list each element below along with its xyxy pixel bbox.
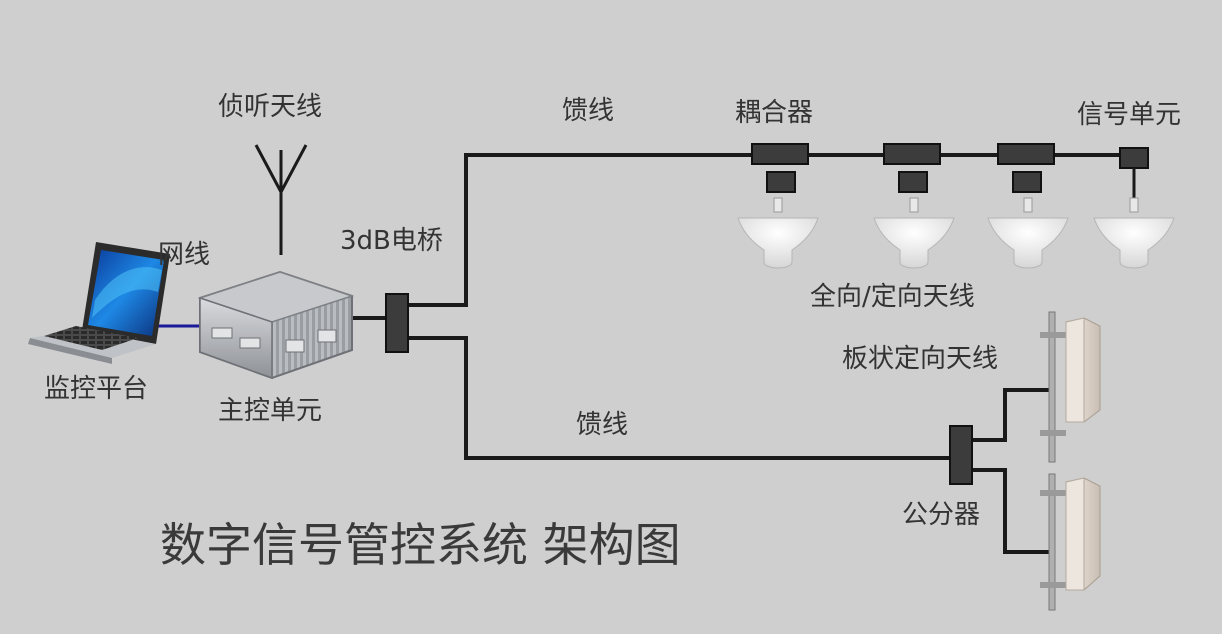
signal-unit-icon xyxy=(1119,147,1149,200)
splitter-to-panel-lines xyxy=(970,388,1052,554)
diagram-title: 数字信号管控系统 架构图 xyxy=(160,518,681,572)
omni-antenna-label: 全向/定向天线 xyxy=(810,282,975,312)
feeder-bottom-line xyxy=(408,336,960,460)
feeder-top-label: 馈线 xyxy=(562,96,615,126)
panel-antenna-icons xyxy=(1040,311,1101,611)
sniff-antenna-label: 侦听天线 xyxy=(218,92,323,122)
network-cable-label: 网线 xyxy=(158,240,211,270)
panel-antenna-label: 板状定向天线 xyxy=(842,344,999,374)
bridge-3db-label: 3dB电桥 xyxy=(340,226,443,256)
bridge-3db-icon xyxy=(385,293,409,353)
ceiling-antenna-icons xyxy=(737,197,1175,269)
sniff-antenna-icon xyxy=(254,144,308,255)
signal-unit-label: 信号单元 xyxy=(1077,100,1182,130)
feeder-bottom-label: 馈线 xyxy=(576,410,629,440)
coupler-label: 耦合器 xyxy=(735,98,814,128)
main-control-unit-icon xyxy=(197,270,355,380)
monitor-platform-label: 监控平台 xyxy=(44,374,149,404)
main-control-unit-label: 主控单元 xyxy=(218,396,323,426)
coupler-icons xyxy=(751,143,1055,165)
splitter-icon xyxy=(949,425,973,485)
laptop-icon xyxy=(28,242,170,364)
splitter-label: 公分器 xyxy=(902,500,981,530)
coupler-tap-icons xyxy=(766,171,1042,193)
